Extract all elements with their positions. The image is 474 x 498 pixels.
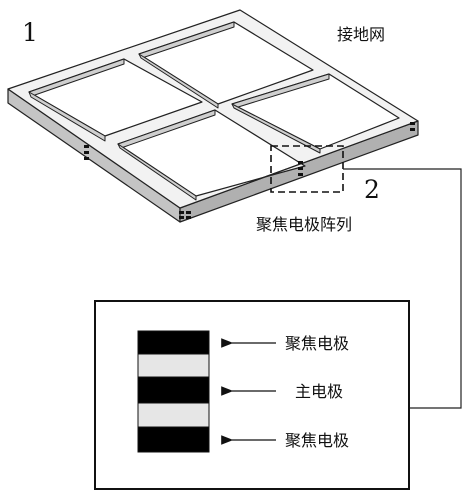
connector-line [343,168,462,409]
grid-left-side-face [7,88,181,223]
focusing-electrode-top-label: 聚焦电极 [285,334,349,353]
focusing-electrode-bottom-band [137,426,210,453]
grid-inner-walls [28,21,330,201]
grid-top-face [7,9,419,209]
grid-electrode-markers [84,122,415,219]
figure-number-1: 1 [22,18,38,47]
grid-right-side-face [179,120,419,223]
focusing-electrode-bottom-label: 聚焦电极 [285,431,349,450]
marker-front-corner [179,211,191,219]
main-electrode-band [137,376,210,404]
figure-number-2: 2 [364,175,380,204]
electrode-stack [137,330,210,453]
gap-band-2 [137,402,210,428]
focusing-electrode-array-label: 聚焦电极阵列 [256,215,352,234]
marker-left-edge [84,145,89,160]
main-electrode-label: 主电极 [295,382,343,401]
grounding-grid [7,9,419,223]
marker-right-edge [410,122,415,131]
focusing-electrode-top-band [137,330,210,355]
detail-arrows [221,338,276,445]
gap-band-1 [137,353,210,378]
grounding-grid-label: 接地网 [337,25,385,44]
marker-array-location [298,161,303,176]
